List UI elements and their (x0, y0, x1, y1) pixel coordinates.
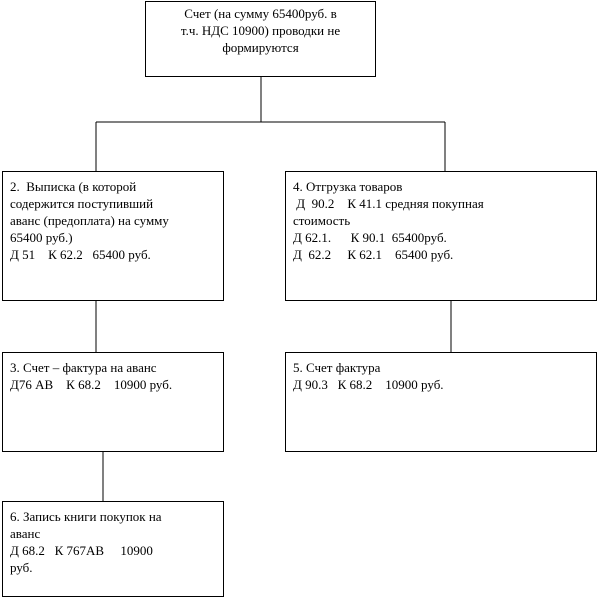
node-bank-statement: 2. Выписка (в которой содержится поступи… (2, 171, 224, 301)
statement-line-1: 2. Выписка (в которой (10, 179, 137, 194)
shipment-line-3: стоимость (293, 213, 351, 228)
shipment-line-2: Д 90.2 К 41.1 средняя покупная (293, 196, 484, 211)
purchase-book-line-4: руб. (10, 560, 33, 575)
advance-invoice-line-1: 3. Счет – фактура на аванс (10, 360, 157, 375)
purchase-book-line-2: аванс (10, 526, 41, 541)
invoice-line-2: Д 90.3 К 68.2 10900 руб. (293, 377, 444, 392)
purchase-book-line-3: Д 68.2 К 767АВ 10900 (10, 543, 153, 558)
node-purchase-book-entry: 6. Запись книги покупок на аванс Д 68.2 … (2, 501, 224, 597)
advance-invoice-line-2: Д76 АВ К 68.2 10900 руб. (10, 377, 173, 392)
shipment-line-5: Д 62.2 К 62.1 65400 руб. (293, 247, 454, 262)
shipment-line-1: 4. Отгрузка товаров (293, 179, 403, 194)
statement-line-2: содержится поступивший (10, 196, 154, 211)
root-node-line-2: т.ч. НДС 10900) проводки не (180, 23, 341, 38)
node-goods-shipment: 4. Отгрузка товаров Д 90.2 К 41.1 средня… (285, 171, 597, 301)
statement-line-3: аванс (предоплата) на сумму (10, 213, 169, 228)
invoice-line-1: 5. Счет фактура (293, 360, 381, 375)
purchase-book-line-1: 6. Запись книги покупок на (10, 509, 162, 524)
shipment-line-4: Д 62.1. К 90.1 65400руб. (293, 230, 447, 245)
statement-line-5: Д 51 К 62.2 65400 руб. (10, 247, 151, 262)
node-invoice: 5. Счет фактура Д 90.3 К 68.2 10900 руб. (285, 352, 597, 452)
root-node-line-3: формируются (222, 40, 299, 55)
statement-line-4: 65400 руб.) (10, 230, 73, 245)
root-node-invoice-no-entries: Счет (на сумму 65400руб. в т.ч. НДС 1090… (145, 1, 376, 77)
node-advance-invoice: 3. Счет – фактура на аванс Д76 АВ К 68.2… (2, 352, 224, 452)
root-node-line-1: Счет (на сумму 65400руб. в (184, 6, 337, 21)
